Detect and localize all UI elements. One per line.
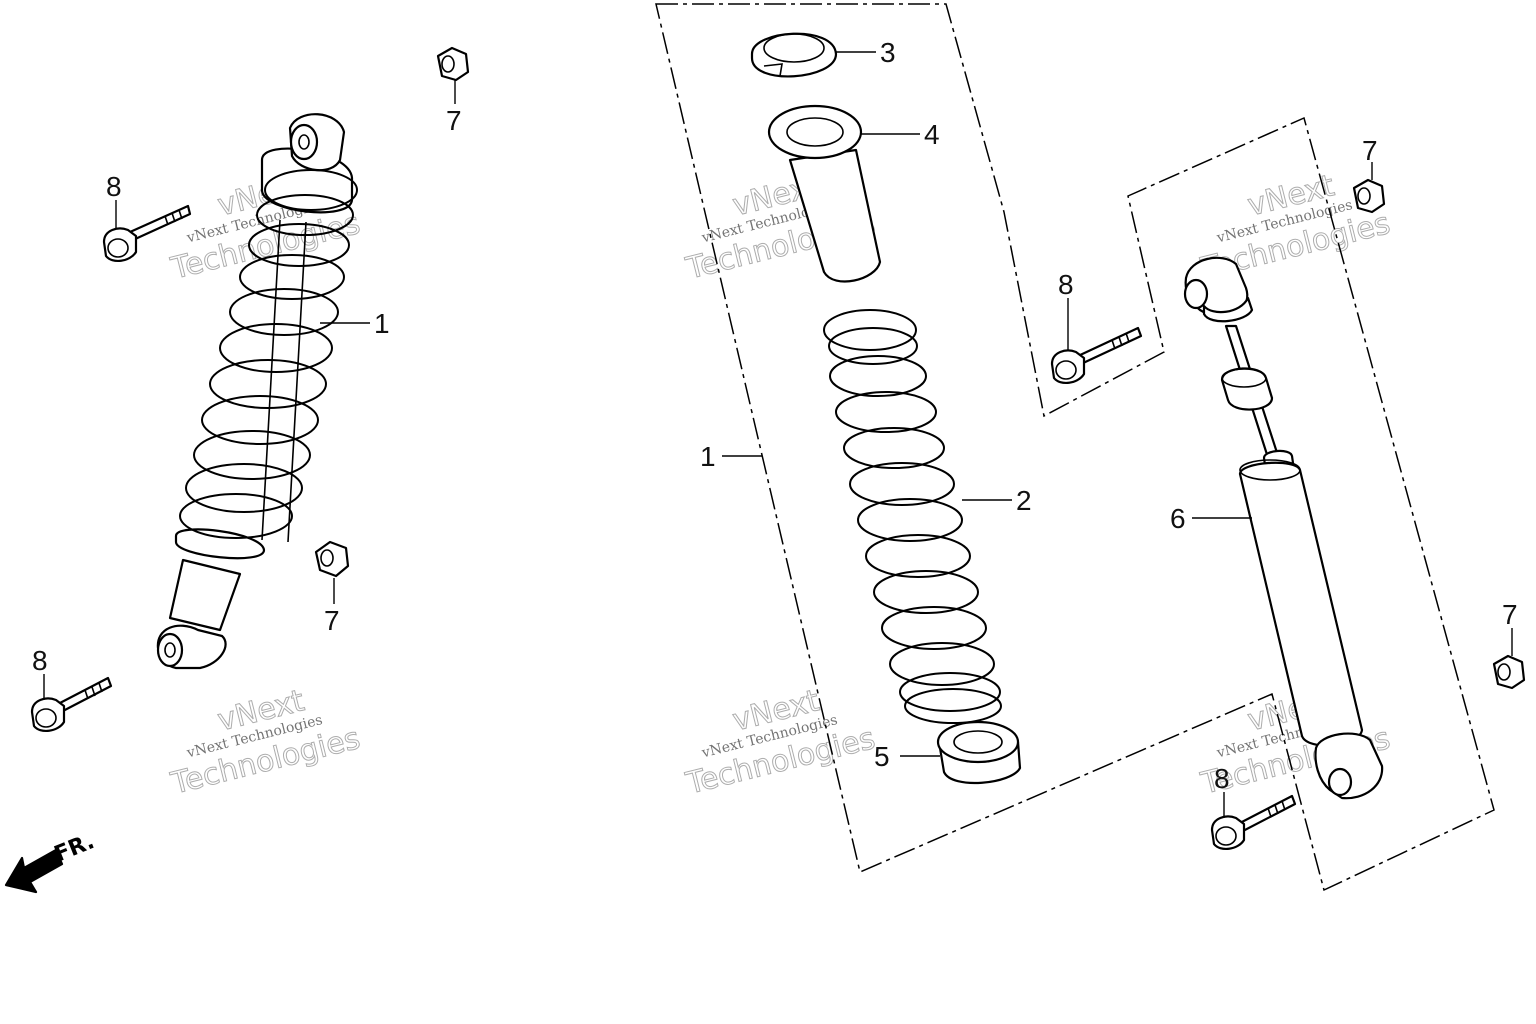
callout-right-nut-top-7: 7 — [1362, 135, 1378, 166]
left-top-nut: 7 — [436, 46, 470, 136]
bolt-shaft — [56, 676, 113, 714]
damper-top-eye-hole — [1183, 278, 1209, 310]
callout-spring-seat-3: 3 — [880, 37, 896, 68]
bolt-shaft — [1076, 326, 1143, 366]
damper-body-top — [1239, 459, 1301, 481]
callout-damper-6: 6 — [1170, 503, 1186, 534]
left-mid-nut: 7 — [314, 540, 350, 636]
front-direction-marker: FR. — [4, 829, 98, 894]
left-coil-spring — [179, 169, 358, 539]
seat-opening — [953, 730, 1003, 754]
front-arrow-icon — [4, 848, 64, 894]
left-inner-rod — [261, 219, 307, 543]
part-4-cover-tube: 4 — [767, 104, 940, 283]
mid-bolt: 8 — [1050, 269, 1143, 384]
left-lower-bolt: 8 — [30, 645, 113, 732]
tube-opening — [786, 117, 844, 147]
bolt-head — [1050, 349, 1086, 384]
bolt-head-face — [1055, 360, 1077, 380]
callout-right-bolt-8: 8 — [1214, 763, 1230, 794]
nut-hole — [441, 55, 455, 73]
watermark-group: vNext vNext Technologies Technologies vN… — [167, 168, 1394, 802]
bolt-head-face — [107, 238, 129, 258]
bolt-head — [1210, 815, 1246, 850]
callout-left-nut-mid-7: 7 — [324, 605, 340, 636]
bolt-head-face — [35, 708, 57, 728]
right-bolt: 8 — [1210, 763, 1297, 850]
bolt-thread — [84, 682, 103, 700]
callout-lower-seat-5: 5 — [874, 741, 890, 772]
bolt-shaft — [128, 204, 192, 242]
right-top-nut: 7 — [1352, 135, 1386, 214]
part-3-spring-stopper: 3 — [750, 32, 896, 78]
bolt-head — [30, 697, 66, 732]
callout-mid-bolt-8: 8 — [1058, 269, 1074, 300]
damper-bottom-eye-hole — [1327, 767, 1353, 797]
left-lower-spring-seat — [174, 528, 266, 560]
callout-cover-tube-4: 4 — [924, 119, 940, 150]
bolt-thread — [1111, 332, 1130, 350]
left-shock-absorber: 1 — [156, 113, 390, 670]
stopper-inner — [763, 33, 825, 63]
bolt-shaft — [1236, 794, 1297, 834]
left-damper-body — [168, 558, 242, 632]
bolt-head — [102, 227, 138, 262]
callout-left-shock-1: 1 — [374, 308, 390, 339]
part-5-lower-seat: 5 — [874, 720, 1022, 785]
part-6-damper: 6 — [1170, 256, 1384, 800]
nut-hole — [1357, 187, 1371, 205]
callout-assembly-1: 1 — [700, 441, 716, 472]
left-upper-eye-bushing — [298, 134, 310, 150]
callout-left-bolt-upper-8: 8 — [106, 171, 122, 202]
damper-body — [1238, 461, 1364, 747]
callout-left-bolt-lower-8: 8 — [32, 645, 48, 676]
nut-hole — [1497, 663, 1511, 681]
left-upper-eye-hole — [289, 123, 319, 161]
bolt-thread — [164, 209, 183, 226]
callout-right-nut-bottom-7: 7 — [1502, 599, 1518, 630]
right-bottom-nut: 7 — [1492, 599, 1526, 690]
tube-flange — [767, 104, 863, 160]
left-upper-bolt: 8 — [102, 171, 192, 262]
stopper-outer — [750, 32, 838, 78]
tube-body — [788, 148, 882, 283]
stopper-notch — [763, 63, 783, 77]
damper-top-collar — [1202, 296, 1254, 323]
bolt-head-face — [1215, 826, 1237, 846]
damper-bump-stop-top — [1221, 368, 1267, 388]
left-lower-eye-bushing — [164, 642, 176, 658]
seat-top — [936, 720, 1020, 764]
bolt-thread — [1267, 800, 1286, 818]
front-label: FR. — [51, 829, 98, 867]
assembly-boundary — [655, 3, 1495, 892]
part-2-coil-spring: 2 — [823, 309, 1032, 724]
left-lower-eye-hole — [156, 632, 184, 668]
nut-hole — [320, 549, 334, 567]
callout-left-nut-top-7: 7 — [446, 105, 462, 136]
callout-spring-2: 2 — [1016, 485, 1032, 516]
